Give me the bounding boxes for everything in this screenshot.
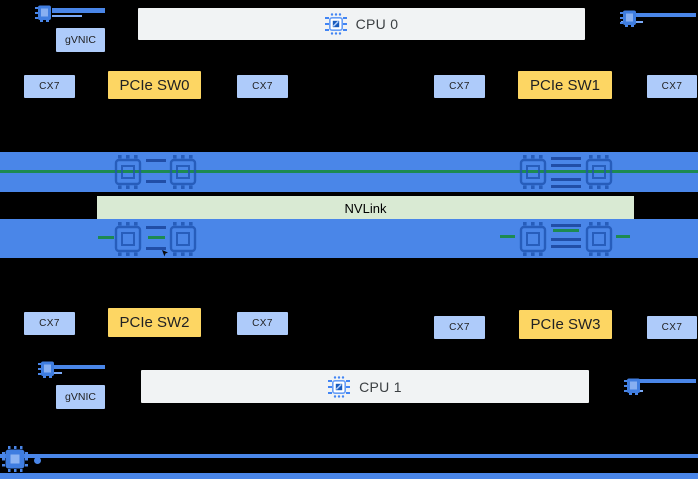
cx7-label: CX7 <box>39 81 60 92</box>
gpu-link-dash <box>551 185 581 188</box>
network-chip-icon <box>2 446 28 472</box>
network-wire <box>47 372 62 374</box>
pcie-sw0-label: PCIe SW0 <box>119 76 190 94</box>
gpu-link-dash <box>551 157 581 160</box>
nvlink-line-segment <box>500 235 515 238</box>
cpu-chip-icon <box>328 375 351 398</box>
cx7-label: CX7 <box>39 318 60 329</box>
gpu-chip-icon <box>519 155 547 189</box>
cx7-label: CX7 <box>449 81 470 92</box>
cpu-chip-icon <box>324 13 347 35</box>
network-wire <box>50 365 105 369</box>
network-wire <box>634 379 696 383</box>
pcie-sw1-box: PCIe SW1 <box>518 71 612 99</box>
pcie-sw3-label: PCIe SW3 <box>530 316 601 333</box>
pcie-sw3-box: PCIe SW3 <box>519 310 612 339</box>
nic-port-icon <box>620 10 636 27</box>
cx7-label: CX7 <box>449 322 470 333</box>
network-bus-line <box>0 454 698 458</box>
cx7-nic-box: CX7 <box>237 75 288 98</box>
gpu-link-dash <box>146 247 166 250</box>
network-bus-bar <box>0 473 698 479</box>
cx7-nic-box: CX7 <box>24 75 75 98</box>
cx7-label: CX7 <box>661 81 683 92</box>
network-wire <box>52 8 105 13</box>
gpu-chip-icon <box>519 222 547 256</box>
gpu-chip-icon <box>114 222 142 256</box>
pcie-sw1-label: PCIe SW1 <box>529 76 601 94</box>
gpu-link-dash <box>551 238 581 241</box>
cx7-nic-box: CX7 <box>647 316 697 339</box>
gpu-link-dash <box>146 226 166 229</box>
gpu-link-dash <box>551 245 581 248</box>
cx7-nic-box: CX7 <box>434 75 485 98</box>
gpu-chip-icon <box>114 155 142 189</box>
network-wire <box>634 13 696 17</box>
cpu0-label: CPU 0 <box>355 16 399 32</box>
nic-port-icon <box>624 378 640 395</box>
cx7-label: CX7 <box>252 81 273 92</box>
cx7-nic-box: CX7 <box>647 75 697 98</box>
gpu-link-dash <box>551 178 581 181</box>
gpu-link-dash <box>146 159 166 162</box>
network-node-dot <box>34 457 41 464</box>
gpu-chip-icon <box>169 155 197 189</box>
gvnic-box-top: gVNIC <box>56 28 105 52</box>
gpu-chip-icon <box>169 222 197 256</box>
nic-port-icon <box>38 361 54 378</box>
pcie-sw2-box: PCIe SW2 <box>108 308 201 337</box>
gpu-link-dash <box>551 224 581 227</box>
nic-port-icon <box>35 5 51 22</box>
nvlink-line-segment <box>616 235 630 238</box>
pcie-sw2-label: PCIe SW2 <box>119 314 190 331</box>
pcie-sw0-box: PCIe SW0 <box>108 71 201 99</box>
nvlink-bar: NVLink <box>96 195 635 221</box>
cx7-nic-box: CX7 <box>24 312 75 335</box>
nvlink-line-segment <box>148 236 165 239</box>
gpu-link-dash <box>551 164 581 167</box>
cpu0-box: CPU 0 <box>138 8 585 40</box>
cpu1-box: CPU 1 <box>141 370 589 403</box>
gpu-chip-icon <box>585 155 613 189</box>
gvnic-label: gVNIC <box>65 391 96 403</box>
nvlink-line-segment <box>553 229 579 232</box>
gvnic-label: gVNIC <box>65 34 96 46</box>
gpu-link-dash <box>146 180 166 183</box>
mouse-cursor <box>162 250 168 257</box>
gpu-chip-icon <box>585 222 613 256</box>
cx7-nic-box: CX7 <box>237 312 288 335</box>
gvnic-box-bottom: gVNIC <box>56 385 105 409</box>
nvlink-line-segment <box>98 236 114 239</box>
nvlink-label: NVLink <box>344 200 387 216</box>
network-wire <box>52 15 82 17</box>
nvlink-line <box>0 170 698 173</box>
cx7-label: CX7 <box>252 318 273 329</box>
cpu1-label: CPU 1 <box>359 378 402 395</box>
cx7-label: CX7 <box>661 322 683 333</box>
cx7-nic-box: CX7 <box>434 316 485 339</box>
